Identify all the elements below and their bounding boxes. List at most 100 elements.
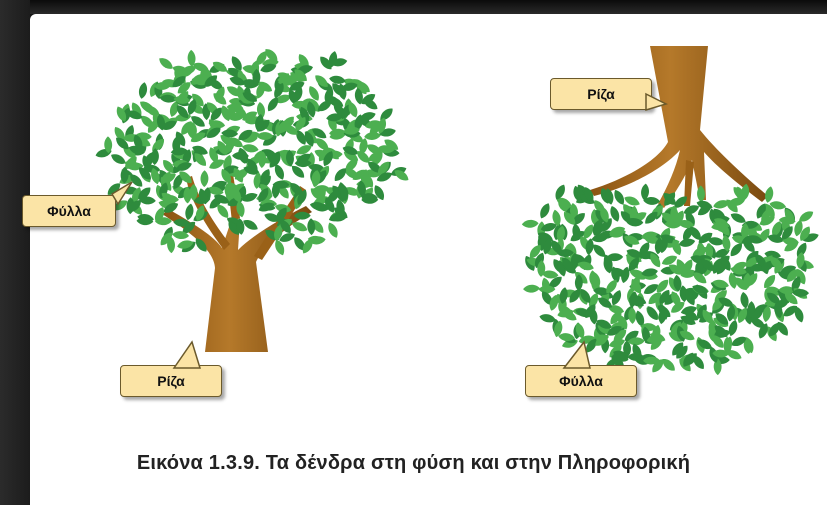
leaf-icon — [283, 124, 298, 135]
leaf-icon — [116, 137, 129, 150]
leaf-icon — [624, 196, 640, 206]
leaf-icon — [611, 266, 620, 283]
leaf-icon — [309, 86, 319, 101]
leaf-icon — [679, 330, 695, 341]
leaf-icon — [145, 105, 160, 116]
leaf-icon — [628, 296, 644, 307]
leaf-icon — [555, 184, 565, 200]
leaf-icon — [609, 229, 626, 238]
leaf-icon — [228, 137, 243, 148]
leaf-icon — [159, 94, 177, 103]
leaf-icon — [231, 187, 242, 203]
leaf-icon — [585, 304, 596, 318]
dark-frame-left — [0, 0, 30, 505]
leaf-icon — [252, 68, 261, 86]
leaf-icon — [330, 58, 348, 67]
leaf-icon — [359, 138, 368, 155]
leaf-icon — [160, 232, 172, 246]
leaf-icon — [354, 114, 363, 131]
leaf-icon — [265, 49, 278, 62]
leaf-icon — [735, 277, 747, 291]
leaf-icon — [123, 146, 136, 159]
leaf-icon — [784, 292, 798, 305]
leaf-icon — [310, 188, 324, 200]
leaf-icon — [523, 284, 540, 293]
leaf-icon — [274, 83, 284, 98]
leaf-icon — [662, 359, 675, 371]
natural-tree — [95, 49, 409, 352]
root-label-computing: Ρίζα — [587, 86, 615, 102]
leaf-icon — [191, 116, 205, 127]
leaf-icon — [671, 301, 685, 313]
leaf-icon — [192, 93, 204, 107]
leaf-icon — [784, 241, 799, 252]
leaf-icon — [593, 244, 606, 257]
leaf-icon — [221, 129, 239, 138]
leaf-icon — [537, 260, 546, 277]
leaf-icon — [126, 110, 143, 120]
leaf-icon — [693, 272, 707, 284]
leaf-icon — [380, 108, 393, 121]
leaf-icon — [295, 117, 306, 131]
leaf-icon — [357, 180, 366, 197]
leaf-icon — [242, 111, 258, 121]
leaf-icon — [672, 239, 682, 256]
leaf-icon — [326, 113, 343, 122]
leaf-icon — [242, 144, 259, 153]
leaf-icon — [116, 106, 127, 122]
leaf-icon — [658, 307, 667, 325]
leaf-icon — [155, 217, 172, 226]
leaf-icon — [226, 103, 237, 118]
leaf-icon — [124, 160, 141, 170]
leaf-icon — [311, 170, 320, 188]
leaf-icon — [194, 153, 207, 166]
leaf-icon — [743, 337, 752, 354]
leaf-icon — [159, 58, 173, 69]
leaf-icon — [723, 336, 733, 353]
leaf-icon — [682, 259, 693, 275]
leaf-icon — [236, 200, 245, 218]
leaf-icon — [629, 269, 646, 279]
leaf-icon — [574, 274, 583, 291]
leaf-icon — [707, 237, 725, 246]
leaves-callout-natural: Φύλλα — [22, 195, 116, 227]
leaf-icon — [583, 224, 594, 240]
figure-caption: Εικόνα 1.3.9. Τα δένδρα στη φύση και στη… — [136, 452, 691, 474]
leaf-icon — [558, 333, 575, 342]
leaf-icon — [302, 238, 313, 254]
leaf-icon — [685, 211, 695, 227]
leaf-icon — [298, 54, 309, 69]
leaf-icon — [213, 194, 230, 204]
leaf-icon — [258, 202, 275, 212]
leaf-icon — [588, 293, 599, 309]
leaf-icon — [697, 185, 705, 203]
leaf-icon — [173, 173, 183, 189]
leaf-icon — [557, 249, 574, 257]
leaf-icon — [541, 270, 559, 279]
leaf-icon — [198, 188, 208, 205]
leaf-icon — [562, 310, 577, 321]
leaf-icon — [195, 238, 207, 252]
leaf-icon — [208, 79, 223, 90]
computing-tree-leaves — [521, 183, 819, 376]
leaves-label-computing: Φύλλα — [559, 373, 603, 389]
leaf-icon — [684, 310, 698, 321]
leaf-icon — [267, 97, 279, 112]
leaf-icon — [154, 82, 171, 90]
root-callout-computing-pointer — [645, 92, 669, 112]
leaf-icon — [645, 211, 658, 224]
leaf-icon — [614, 190, 625, 205]
leaf-icon — [173, 218, 191, 227]
leaf-icon — [559, 287, 568, 304]
leaf-icon — [288, 89, 298, 105]
leaf-icon — [613, 329, 627, 342]
leaf-icon — [210, 107, 222, 121]
leaf-icon — [541, 291, 553, 306]
leaf-icon — [229, 76, 246, 86]
leaf-icon — [308, 163, 326, 173]
leaf-icon — [663, 193, 676, 205]
leaf-icon — [183, 186, 192, 204]
leaf-icon — [139, 196, 156, 205]
leaf-icon — [529, 245, 541, 259]
leaf-icon — [603, 254, 613, 271]
